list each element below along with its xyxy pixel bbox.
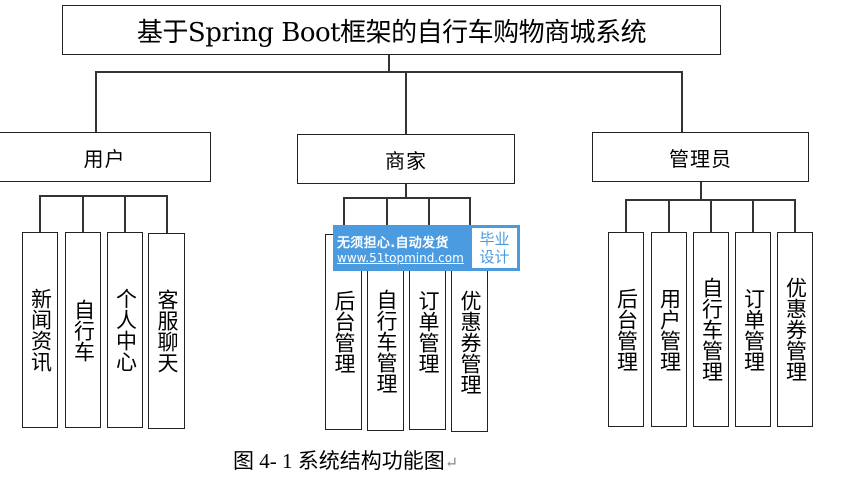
connector-merchant-stem [405, 183, 407, 198]
leaf-node-label: 后台管理 [332, 290, 356, 374]
watermark-badge: 毕业 设计 [469, 225, 520, 271]
figure-caption: 图 4- 1 系统结构功能图↵ [233, 445, 458, 475]
connector-root-trunk [388, 54, 390, 73]
leaf-node-label: 优惠券管理 [783, 277, 808, 382]
root-node-label: 基于Spring Boot框架的自行车购物商城系统 [136, 17, 647, 48]
leaf-node-label: 自行车管理 [699, 277, 724, 382]
leaf-node: 新闻资讯 [22, 232, 58, 428]
leaf-node: 客服聊天 [148, 233, 185, 429]
figure-caption-text: 图 4- 1 系统结构功能图 [233, 449, 445, 473]
connector-admin-leaf [794, 199, 796, 233]
leaf-node-label: 自行车 [71, 298, 96, 362]
connector-merchant-leaf [469, 197, 471, 234]
connector-merchant-leaf [386, 197, 388, 234]
branch-node-label: 用户 [83, 146, 126, 171]
connector-merchant-leaf [428, 197, 430, 234]
connector-admin-leaf [668, 199, 670, 233]
connector-merchant-bar [343, 197, 470, 199]
connector-merchant-leaf [343, 197, 345, 234]
leaf-node-label: 个人中心 [113, 288, 138, 372]
branch-node-admin: 管理员 [592, 132, 809, 182]
leaf-node-label: 客服聊天 [155, 289, 179, 373]
branch-node-merchant: 商家 [297, 134, 515, 184]
connector-branch-bar [95, 71, 683, 73]
leaf-node: 用户管理 [651, 232, 687, 427]
leaf-node-label: 用户管理 [657, 287, 682, 372]
connector-user-leaf [166, 195, 168, 233]
watermark-link[interactable]: www.51topmind.com [337, 250, 464, 265]
leaf-node: 后台管理 [608, 232, 644, 427]
leaf-node: 自行车管理 [693, 232, 729, 427]
watermark-badge-line1: 毕业 [479, 230, 510, 248]
connector-user-bar [39, 195, 167, 197]
paragraph-return-mark-icon: ↵ [444, 455, 459, 472]
connector-to-admin [681, 72, 683, 133]
leaf-node-label: 新闻资讯 [28, 288, 53, 372]
watermark-slogan: 无须担心.自动发货 [337, 235, 449, 251]
leaf-node-label: 订单管理 [416, 290, 440, 374]
leaf-node: 优惠券管理 [777, 232, 813, 427]
connector-admin-leaf [710, 199, 712, 233]
leaf-node-label: 订单管理 [741, 287, 766, 372]
leaf-node-label: 优惠券管理 [458, 289, 482, 395]
leaf-node: 个人中心 [107, 232, 143, 428]
watermark-text-block: 无须担心.自动发货 www.51topmind.com [333, 225, 469, 271]
leaf-node-label: 自行车管理 [374, 289, 398, 394]
connector-user-leaf [124, 195, 126, 233]
watermark-badge-line2: 设计 [479, 248, 510, 266]
connector-to-user [95, 72, 97, 133]
leaf-node: 自行车 [65, 232, 101, 428]
root-node: 基于Spring Boot框架的自行车购物商城系统 [62, 5, 721, 55]
branch-node-label: 管理员 [669, 146, 732, 171]
connector-admin-leaf [625, 199, 627, 233]
branch-node-user: 用户 [0, 132, 211, 182]
leaf-node: 订单管理 [735, 232, 771, 427]
connector-admin-stem [700, 181, 702, 200]
connector-user-leaf [39, 195, 41, 233]
watermark-banner[interactable]: 无须担心.自动发货 www.51topmind.com 毕业 设计 [333, 225, 520, 271]
connector-user-leaf [82, 195, 84, 233]
branch-node-label: 商家 [385, 148, 427, 173]
leaf-node-label: 后台管理 [614, 287, 639, 372]
connector-to-merchant [405, 72, 407, 135]
connector-admin-leaf [752, 199, 754, 233]
